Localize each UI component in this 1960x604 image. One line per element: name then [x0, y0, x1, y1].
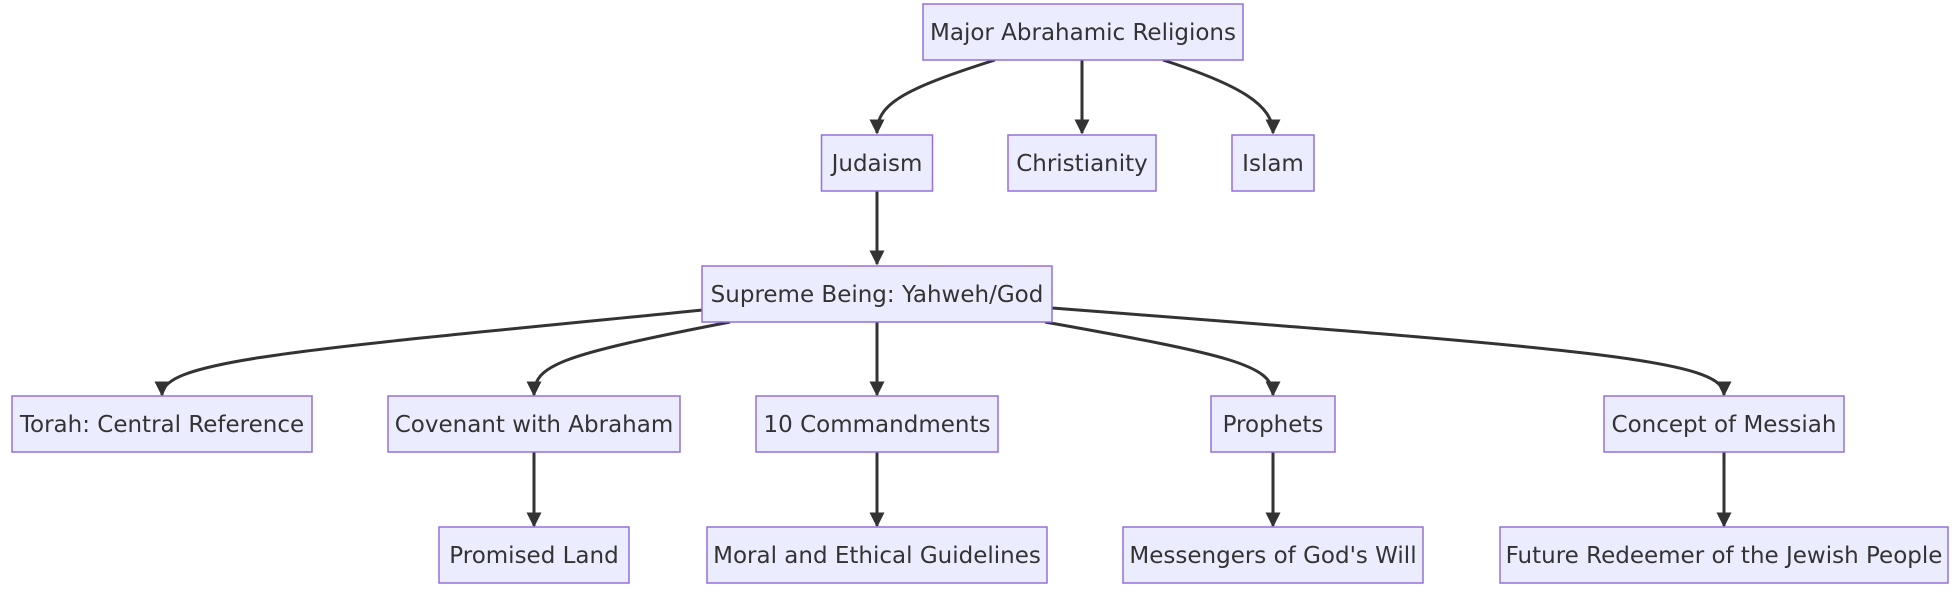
node-label-torah: Torah: Central Reference: [19, 412, 304, 438]
node-christianity: Christianity: [1007, 134, 1157, 192]
node-label-redeemer: Future Redeemer of the Jewish People: [1506, 543, 1943, 569]
node-label-prophets: Prophets: [1223, 412, 1324, 438]
node-label-root: Major Abrahamic Religions: [930, 20, 1236, 46]
edge-supreme-to-prophets: [1044, 320, 1281, 397]
node-label-commandments: 10 Commandments: [764, 412, 991, 438]
node-label-covenant: Covenant with Abraham: [395, 412, 674, 438]
node-box-commandments: [755, 395, 999, 453]
node-box-supreme: [701, 265, 1053, 323]
node-supreme: Supreme Being: Yahweh/God: [701, 265, 1053, 323]
node-torah: Torah: Central Reference: [11, 395, 313, 453]
node-box-islam: [1231, 134, 1315, 192]
node-messiah: Concept of Messiah: [1603, 395, 1845, 453]
node-box-redeemer: [1499, 526, 1949, 584]
node-box-christianity: [1007, 134, 1157, 192]
node-box-messiah: [1603, 395, 1845, 453]
edge-root-to-judaism: [869, 58, 996, 135]
node-label-islam: Islam: [1242, 151, 1304, 177]
node-box-covenant: [387, 395, 681, 453]
node-label-messiah: Concept of Messiah: [1612, 412, 1837, 438]
node-judaism: Judaism: [820, 134, 934, 192]
node-box-torah: [11, 395, 313, 453]
node-islam: Islam: [1231, 134, 1315, 192]
node-commandments: 10 Commandments: [755, 395, 999, 453]
node-box-prophets: [1210, 395, 1336, 453]
node-label-promised: Promised Land: [449, 543, 618, 569]
node-label-judaism: Judaism: [830, 151, 923, 177]
edge-supreme-to-covenant: [526, 320, 731, 397]
edge-supreme-to-torah: [154, 308, 704, 397]
node-label-moral: Moral and Ethical Guidelines: [713, 543, 1041, 569]
node-label-messengers: Messengers of God's Will: [1129, 543, 1416, 569]
node-box-messengers: [1122, 526, 1424, 584]
node-moral: Moral and Ethical Guidelines: [706, 526, 1048, 584]
node-prophets: Prophets: [1210, 395, 1336, 453]
node-promised: Promised Land: [438, 526, 630, 584]
node-label-christianity: Christianity: [1016, 151, 1148, 177]
node-redeemer: Future Redeemer of the Jewish People: [1499, 526, 1949, 584]
edges-layer: [154, 58, 1732, 528]
node-box-root: [922, 3, 1244, 61]
node-box-moral: [706, 526, 1048, 584]
node-box-judaism: [820, 134, 934, 192]
edge-root-to-islam: [1162, 58, 1281, 135]
node-box-promised: [438, 526, 630, 584]
node-covenant: Covenant with Abraham: [387, 395, 681, 453]
node-label-supreme: Supreme Being: Yahweh/God: [711, 282, 1044, 308]
edge-supreme-to-messiah: [1051, 306, 1732, 397]
node-root: Major Abrahamic Religions: [922, 3, 1244, 61]
node-messengers: Messengers of God's Will: [1122, 526, 1424, 584]
